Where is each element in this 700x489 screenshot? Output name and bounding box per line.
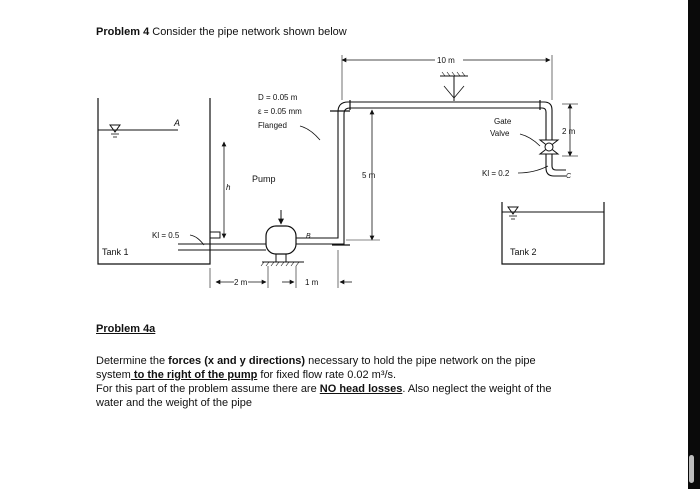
dimension-2m-right-label: 2 m [562, 127, 576, 136]
problem-text: Consider the pipe network shown below [152, 26, 347, 38]
valve-label: Valve [490, 129, 510, 138]
statement-text: for fixed flow rate 0.02 m³/s. [257, 369, 397, 381]
tank-1-outlet-stub [210, 231, 221, 239]
scrollbar-thumb[interactable] [689, 455, 694, 483]
water-level-symbol-tank-2 [507, 206, 519, 220]
exit-loss-leader [517, 165, 549, 174]
dimension-2m-bottom-label: 2 m [234, 278, 248, 287]
dimension-5m-label: 5 m [362, 171, 376, 180]
gate-valve-leader [519, 133, 541, 147]
point-a-label: A [173, 118, 180, 128]
dimension-1m-label: 1 m [305, 278, 319, 287]
tank-1-label: Tank 1 [102, 247, 129, 257]
problem-4a-statement: Determine the forces (x and y directions… [96, 354, 616, 410]
h-label: h [226, 183, 231, 192]
gate-label: Gate [494, 117, 512, 126]
statement-text: system [96, 369, 131, 381]
statement-emphasis: to the right of the pump [130, 369, 258, 381]
pipe-roughness-label: ε = 0.05 mm [258, 107, 302, 116]
pump-label: Pump [252, 174, 276, 184]
statement-line-3: For this part of the problem assume ther… [96, 382, 616, 396]
pipe-network-diagram: Tank 1 Kl = 0.5 h A Pump B D = 0.05 m ε [97, 54, 605, 288]
tank-2-outline [501, 202, 605, 265]
exit-pipe [545, 154, 566, 177]
problem-4a-title: Problem 4a [96, 323, 156, 335]
point-c-label: C [566, 173, 572, 180]
statement-line-4: water and the weight of the pipe [96, 397, 252, 409]
point-b-label: B [306, 233, 311, 240]
dimension-10m-label: 10 m [437, 56, 455, 65]
tank-1-outline [97, 98, 211, 265]
statement-text: necessary to hold the pipe network on th… [305, 355, 536, 367]
exit-loss-label: Kl = 0.2 [482, 169, 510, 178]
suction-pipe [178, 243, 268, 251]
pipe-diameter-label: D = 0.05 m [258, 93, 298, 102]
statement-text: Determine the [96, 355, 169, 367]
statement-line-2: system to the right of the pump for fixe… [96, 368, 616, 382]
problem-header: Problem 4 Consider the pipe network show… [96, 26, 347, 38]
water-level-symbol-tank-1 [109, 124, 121, 138]
entrance-loss-leader [189, 234, 205, 246]
window-edge [688, 0, 700, 489]
pipe-flanged-label: Flanged [258, 121, 287, 130]
statement-text: For this part of the problem assume ther… [96, 383, 320, 395]
gate-valve-symbol [538, 139, 560, 155]
ceiling-support [440, 71, 468, 101]
problem-label: Problem 4 [96, 26, 150, 38]
tank-2-label: Tank 2 [510, 247, 537, 257]
entrance-loss-label: Kl = 0.5 [152, 231, 180, 240]
pump-symbol [260, 210, 304, 267]
statement-line-1: Determine the forces (x and y directions… [96, 354, 616, 368]
discharge-pipe-outer [296, 101, 553, 239]
pipe-spec-leader [299, 125, 321, 141]
statement-text: . Also neglect the weight of the [402, 383, 552, 395]
statement-emphasis: forces (x and y directions) [168, 355, 306, 367]
statement-emphasis: NO head losses [319, 383, 403, 395]
